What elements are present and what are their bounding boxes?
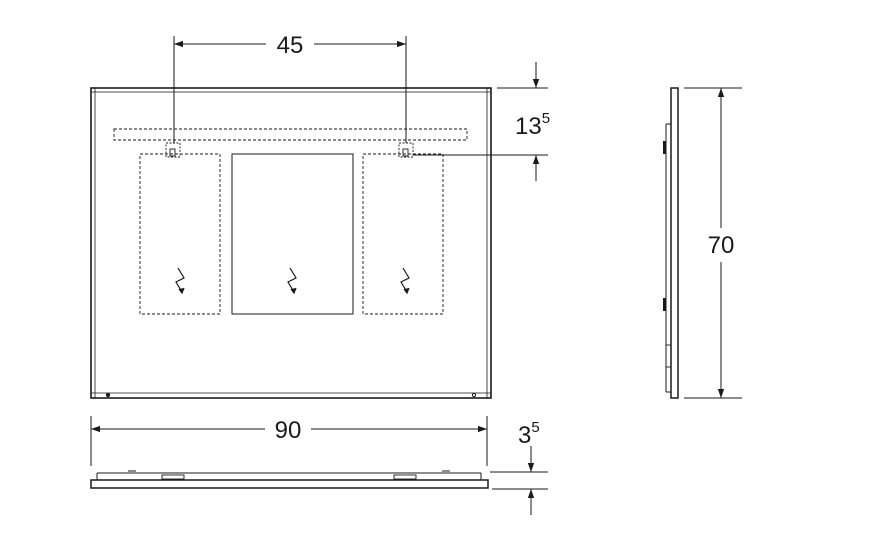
dimension-label-90: 90 [275, 417, 302, 444]
front-view [90, 87, 492, 399]
cabinet-outline [90, 87, 492, 399]
electrical-symbol-icon [175, 267, 185, 295]
hanging-hook-left [165, 142, 181, 158]
hidden-rail [113, 128, 468, 141]
top-view [90, 470, 489, 489]
hanging-hook-right [398, 142, 414, 158]
dimension-label-70: 70 [708, 232, 735, 259]
electrical-symbol-icon [287, 267, 297, 295]
dimension-label-13-5: 135 [515, 110, 550, 140]
dimension-label-3-5: 35 [518, 419, 540, 449]
dimension-90 [90, 416, 488, 466]
top-view-body [90, 479, 489, 489]
dimension-13-5 [413, 62, 548, 181]
side-view [663, 87, 679, 399]
dimension-3-5 [490, 446, 548, 515]
compartment-right [362, 153, 444, 315]
corner-screw [105, 392, 111, 398]
compartment-center [231, 153, 354, 315]
compartment-left [139, 153, 221, 315]
side-view-body [670, 87, 679, 399]
corner-screw [471, 392, 477, 398]
dimension-label-45: 45 [277, 32, 304, 59]
dimension-70 [684, 87, 742, 399]
dimension-45 [173, 36, 407, 143]
electrical-symbol-icon [400, 267, 410, 295]
